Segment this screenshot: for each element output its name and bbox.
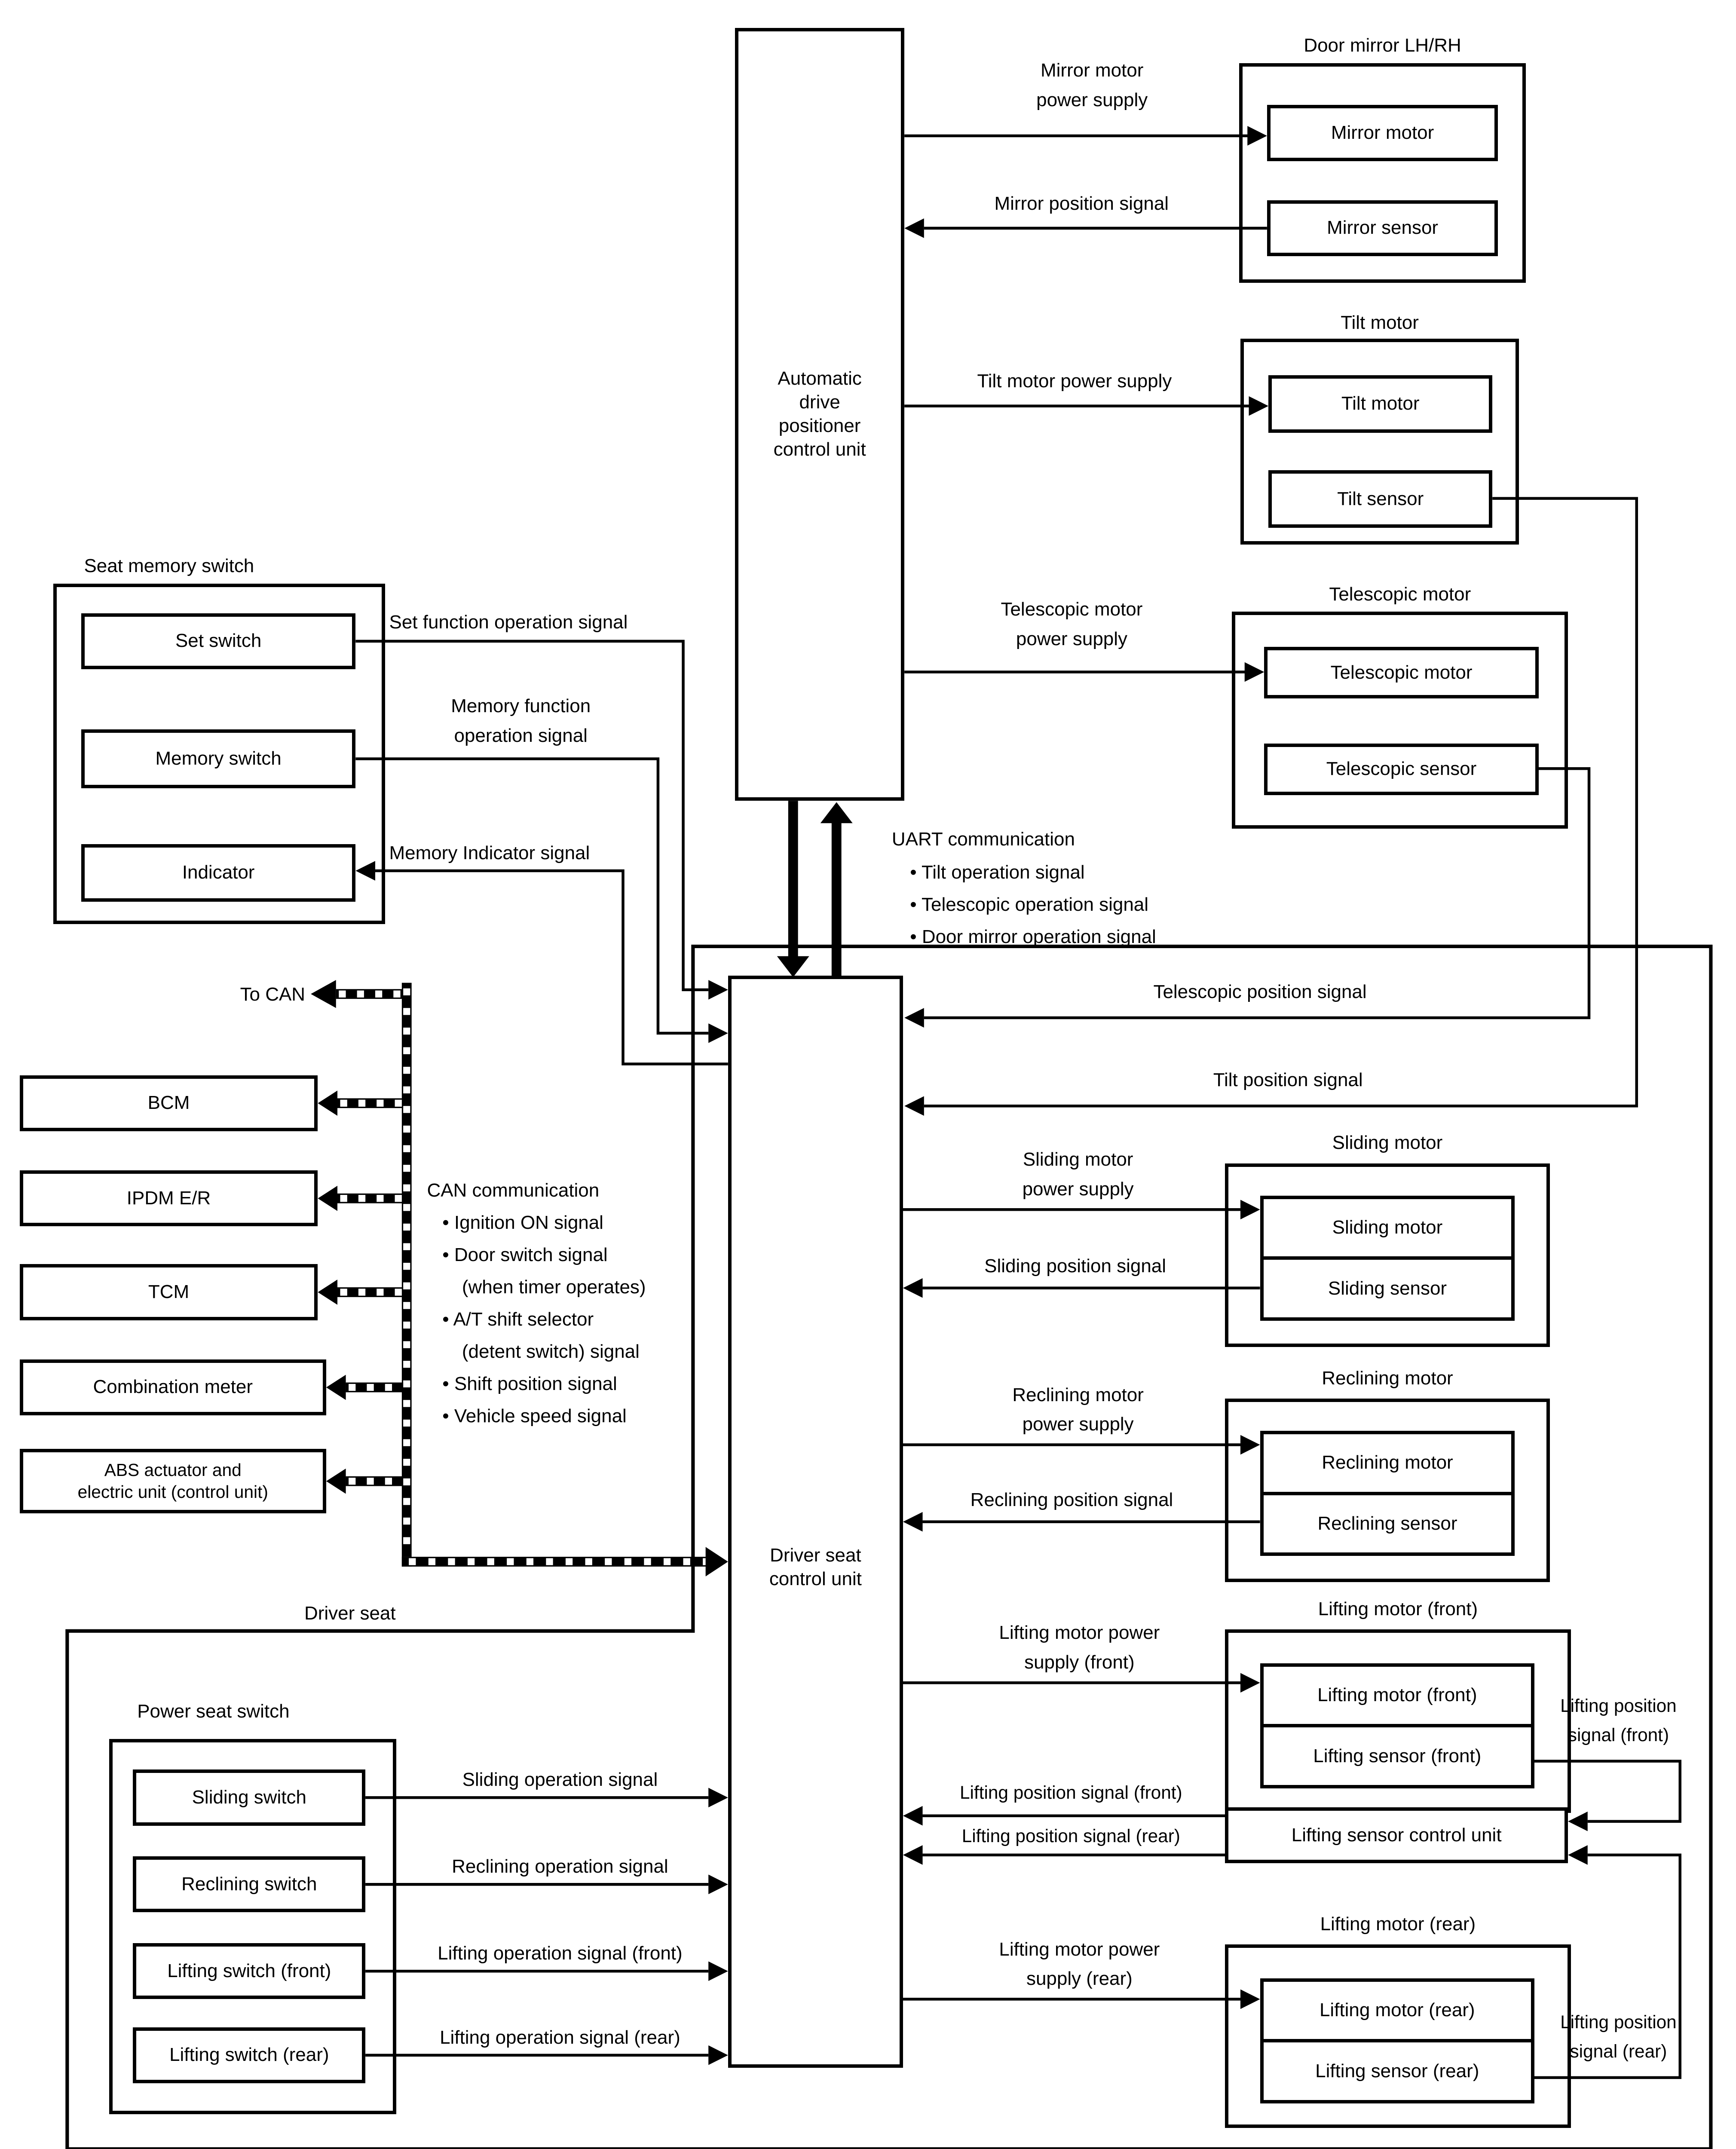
combination-meter-label: Combination meter	[93, 1376, 253, 1398]
sliding-sensor-cell: Sliding sensor	[1263, 1256, 1512, 1317]
lifting-motor-rear-cell: Lifting motor (rear)	[1319, 1999, 1475, 2020]
signal-mirror-position: Mirror position signal	[994, 193, 1169, 214]
driver-seat-control-unit-box: Driver seat control unit	[728, 976, 903, 2068]
sliding-cells: Sliding motor Sliding sensor	[1260, 1195, 1515, 1321]
tcm-box: TCM	[19, 1264, 318, 1320]
combination-meter-box: Combination meter	[19, 1359, 326, 1416]
lifting-front-title: Lifting motor (front)	[1318, 1598, 1478, 1620]
lifting-rear-title: Lifting motor (rear)	[1320, 1913, 1476, 1935]
signal-lifting-front-position-side: Lifting position signal (front)	[1560, 1695, 1677, 1745]
telescopic-motor-label: Telescopic motor	[1330, 661, 1473, 683]
signal-sliding-power: Sliding motor power supply	[1022, 1149, 1134, 1200]
reclining-switch-box: Reclining switch	[133, 1856, 366, 1913]
signal-set-function: Set function operation signal	[389, 611, 628, 633]
signal-memory-function: Memory function operation signal	[451, 695, 591, 746]
memory-switch-label: Memory switch	[155, 747, 282, 769]
door-mirror-title: Door mirror LH/RH	[1304, 34, 1461, 56]
mirror-sensor-box: Mirror sensor	[1267, 200, 1498, 257]
lifting-switch-rear-box: Lifting switch (rear)	[133, 2027, 366, 2083]
seat-memory-title: Seat memory switch	[84, 555, 254, 577]
memory-switch-box: Memory switch	[81, 729, 356, 788]
can-comm-line: • Door switch signal	[442, 1244, 608, 1265]
memory-indicator-line	[375, 869, 728, 1065]
can-comm-line: (detent switch) signal	[462, 1341, 640, 1362]
uart-title: UART communication	[891, 828, 1075, 850]
signal-reclining-power: Reclining motor power supply	[1012, 1384, 1144, 1435]
ipdm-box: IPDM E/R	[19, 1170, 318, 1227]
signal-tilt-power: Tilt motor power supply	[977, 370, 1172, 392]
lifting-motor-front-cell: Lifting motor (front)	[1317, 1684, 1477, 1706]
can-branches	[311, 980, 404, 1494]
signal-telescopic-position: Telescopic position signal	[1153, 981, 1367, 1002]
can-comm-line: • Shift position signal	[442, 1373, 617, 1394]
reclining-motor-cell: Reclining motor	[1322, 1452, 1453, 1473]
sliding-motor-cell: Sliding motor	[1332, 1217, 1443, 1238]
lifting-sensor-control-unit-label: Lifting sensor control unit	[1291, 1824, 1502, 1846]
uart-items: • Tilt operation signal • Telescopic ope…	[910, 862, 1156, 948]
signal-sliding-operation: Sliding operation signal	[462, 1769, 658, 1791]
mirror-motor-label: Mirror motor	[1331, 122, 1434, 143]
bcm-label: BCM	[147, 1092, 190, 1114]
can-comm-line: • Ignition ON signal	[442, 1212, 603, 1234]
telescopic-sensor-box: Telescopic sensor	[1264, 743, 1539, 796]
uart-arrows	[777, 801, 853, 977]
reclining-title: Reclining motor	[1322, 1367, 1453, 1389]
to-can-label: To CAN	[240, 984, 306, 1005]
tilt-motor-box: Tilt motor	[1268, 375, 1493, 433]
signal-lifting-operation-rear: Lifting operation signal (rear)	[440, 2027, 680, 2048]
adp-control-unit-box: Automatic drive positioner control unit	[735, 28, 905, 801]
mirror-sensor-label: Mirror sensor	[1327, 217, 1439, 239]
tcm-label: TCM	[148, 1281, 190, 1302]
sliding-switch-box: Sliding switch	[133, 1769, 366, 1826]
can-comm-line: (when timer operates)	[462, 1276, 646, 1298]
signal-tilt-position: Tilt position signal	[1213, 1069, 1363, 1090]
tilt-sensor-label: Tilt sensor	[1337, 488, 1424, 509]
can-comm-title: CAN communication	[427, 1180, 600, 1201]
signal-reclining-position: Reclining position signal	[970, 1489, 1173, 1510]
lifting-sensor-front-cell: Lifting sensor (front)	[1263, 1724, 1531, 1785]
tilt-title: Tilt motor	[1341, 312, 1419, 333]
signal-reclining-operation: Reclining operation signal	[452, 1856, 668, 1877]
signal-lifting-rear-position-side: Lifting position signal (rear)	[1560, 2011, 1677, 2062]
lifting-switch-front-box: Lifting switch (front)	[133, 1943, 366, 1999]
can-comm-line: • Vehicle speed signal	[442, 1405, 627, 1427]
telescopic-sensor-label: Telescopic sensor	[1326, 758, 1477, 780]
telescopic-outer-box	[1232, 612, 1568, 829]
memory-function-line	[355, 757, 709, 1035]
ipdm-label: IPDM E/R	[126, 1187, 211, 1209]
signal-sliding-position: Sliding position signal	[984, 1255, 1167, 1277]
tilt-sensor-box: Tilt sensor	[1268, 470, 1493, 528]
telescopic-motor-box: Telescopic motor	[1264, 646, 1539, 699]
signal-lifting-rear-position: Lifting position signal (rear)	[961, 1825, 1180, 1846]
driver-seat-title: Driver seat	[304, 1602, 396, 1624]
reclining-sensor-cell: Reclining sensor	[1263, 1491, 1512, 1553]
indicator-box: Indicator	[81, 844, 356, 902]
signal-lifting-operation-front: Lifting operation signal (front)	[438, 1943, 683, 1964]
adp-control-unit-label: Automatic drive positioner control unit	[773, 368, 866, 460]
lifting-rear-cells: Lifting motor (rear) Lifting sensor (rea…	[1260, 1978, 1534, 2103]
can-comm-line: • A/T shift selector	[442, 1308, 594, 1330]
set-switch-box: Set switch	[81, 613, 356, 669]
signal-mirror-power: Mirror motor power supply	[1036, 60, 1148, 110]
abs-unit-label: ABS actuator and electric unit (control …	[77, 1460, 268, 1502]
lifting-sensor-control-unit-box: Lifting sensor control unit	[1225, 1807, 1568, 1864]
set-switch-label: Set switch	[175, 630, 262, 652]
sliding-title: Sliding motor	[1332, 1132, 1443, 1154]
lifting-sensor-rear-cell: Lifting sensor (rear)	[1263, 2039, 1531, 2100]
telescopic-title: Telescopic motor	[1329, 583, 1471, 605]
mirror-motor-box: Mirror motor	[1267, 105, 1498, 161]
signal-telescopic-power: Telescopic motor power supply	[1001, 599, 1143, 649]
tilt-motor-label: Tilt motor	[1341, 393, 1420, 414]
lifting-front-cells: Lifting motor (front) Lifting sensor (fr…	[1260, 1663, 1534, 1788]
bcm-box: BCM	[19, 1075, 318, 1131]
signal-lifting-front-power: Lifting motor power supply (front)	[999, 1622, 1160, 1673]
signal-lifting-front-position: Lifting position signal (front)	[960, 1782, 1182, 1803]
abs-unit-box: ABS actuator and electric unit (control …	[19, 1449, 326, 1514]
reclining-cells: Reclining motor Reclining sensor	[1260, 1430, 1515, 1556]
indicator-label: Indicator	[182, 862, 255, 883]
power-seat-title: Power seat switch	[137, 1700, 290, 1722]
signal-lifting-rear-power: Lifting motor power supply (rear)	[999, 1938, 1160, 1989]
driver-seat-control-unit-label: Driver seat control unit	[769, 1545, 862, 1590]
signal-memory-indicator: Memory Indicator signal	[389, 842, 590, 864]
